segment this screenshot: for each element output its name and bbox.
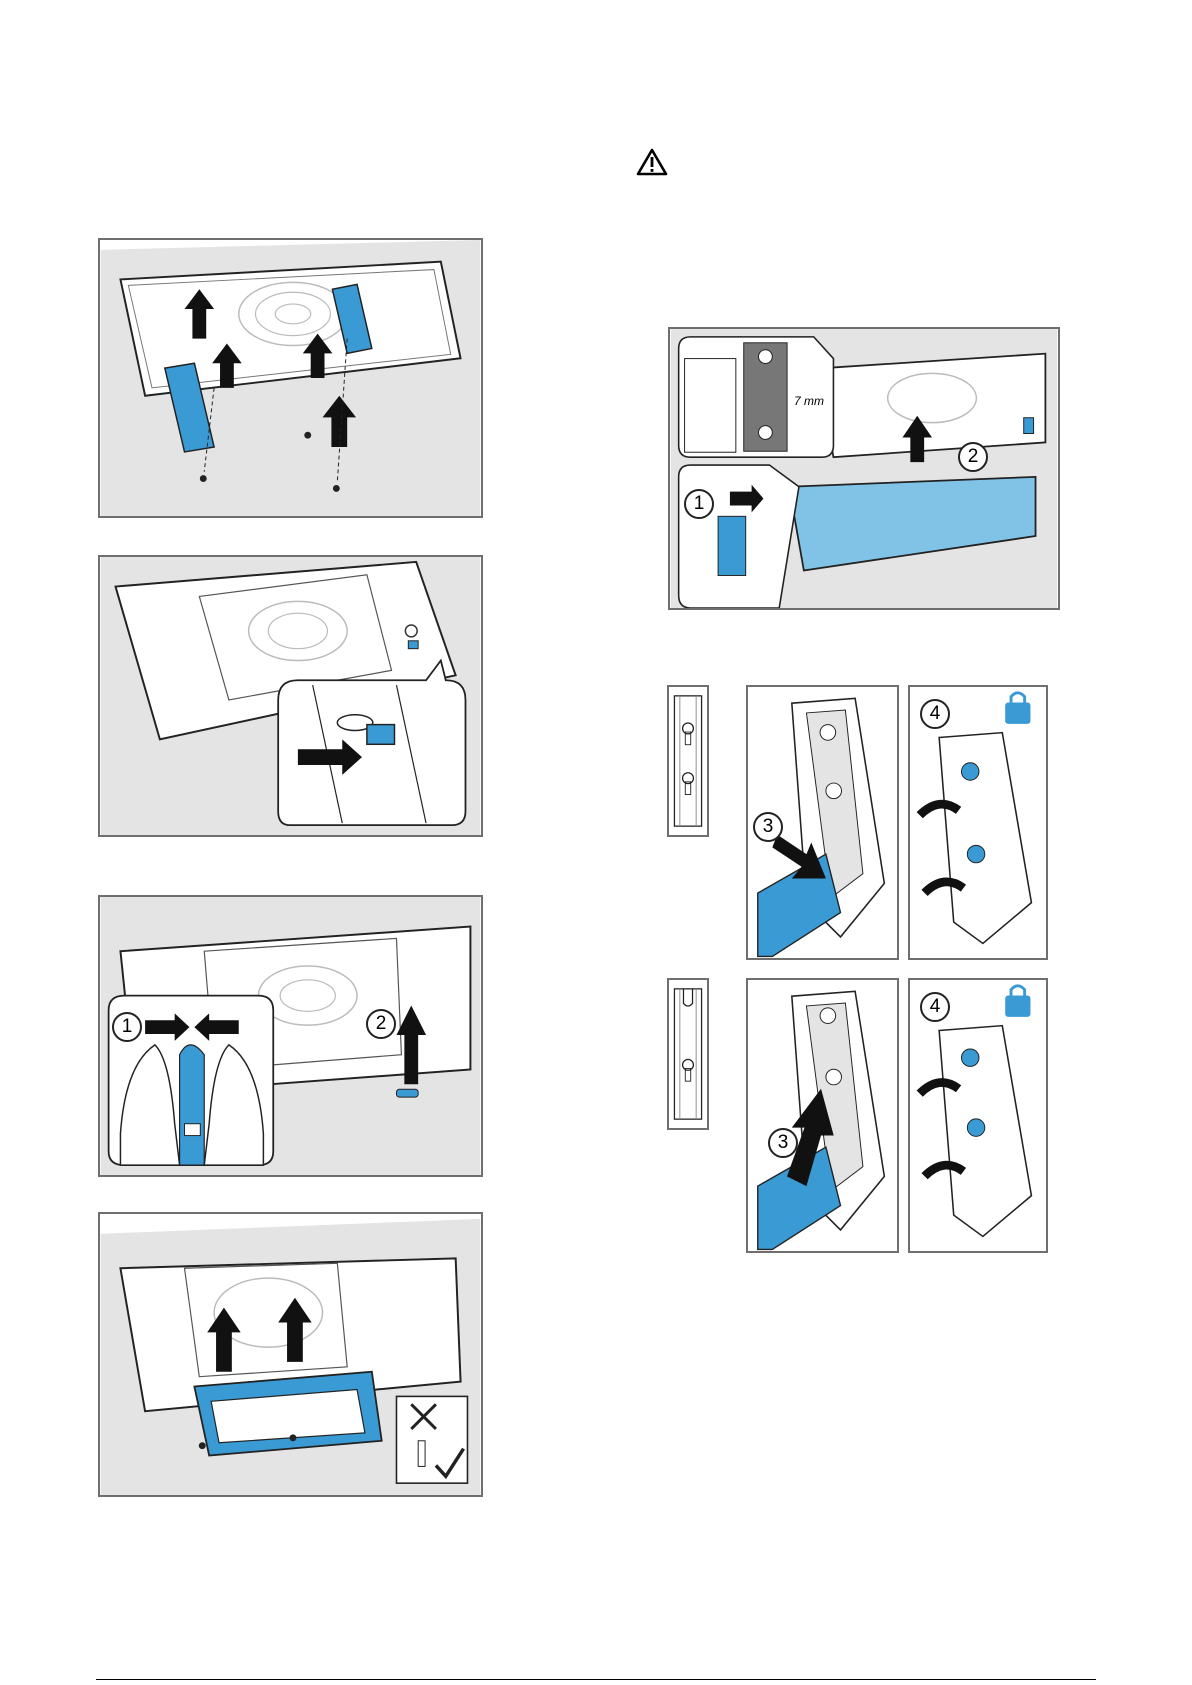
step-1-badge: 1 [684, 489, 714, 519]
step-3-badge: 3 [768, 1128, 798, 1158]
step-4-badge: 4 [920, 992, 950, 1022]
figure-keyhole-slot-a [667, 685, 709, 837]
figure-slide-down-a: 3 [746, 685, 899, 960]
padlock-closed-icon [1008, 994, 1034, 1016]
figure-unlock-slide-out: 1 2 [98, 895, 483, 1177]
figure-fasten-screws-a: 4 [908, 685, 1048, 960]
figure-keyhole-slot-b [667, 978, 709, 1130]
step-4-badge: 4 [920, 699, 950, 729]
step-3-badge: 3 [753, 812, 783, 842]
step-1-badge: 1 [112, 1012, 142, 1042]
figure-attach-plate-7mm: 7 mm 1 2 [668, 327, 1060, 610]
figure-remove-frame [98, 1212, 483, 1497]
padlock-closed-icon [1008, 701, 1034, 723]
page-bottom-rule [96, 1679, 1096, 1680]
figure-remove-side-covers [98, 238, 483, 518]
figure-slide-up-b: 3 [746, 978, 899, 1253]
step-2-badge: 2 [366, 1009, 396, 1039]
step-2-badge: 2 [958, 442, 988, 472]
figure-fasten-screws-b: 4 [908, 978, 1048, 1253]
dimension-label: 7 mm [792, 394, 826, 408]
figure-disconnect-plug [98, 555, 483, 837]
warning-triangle-icon [636, 148, 668, 176]
